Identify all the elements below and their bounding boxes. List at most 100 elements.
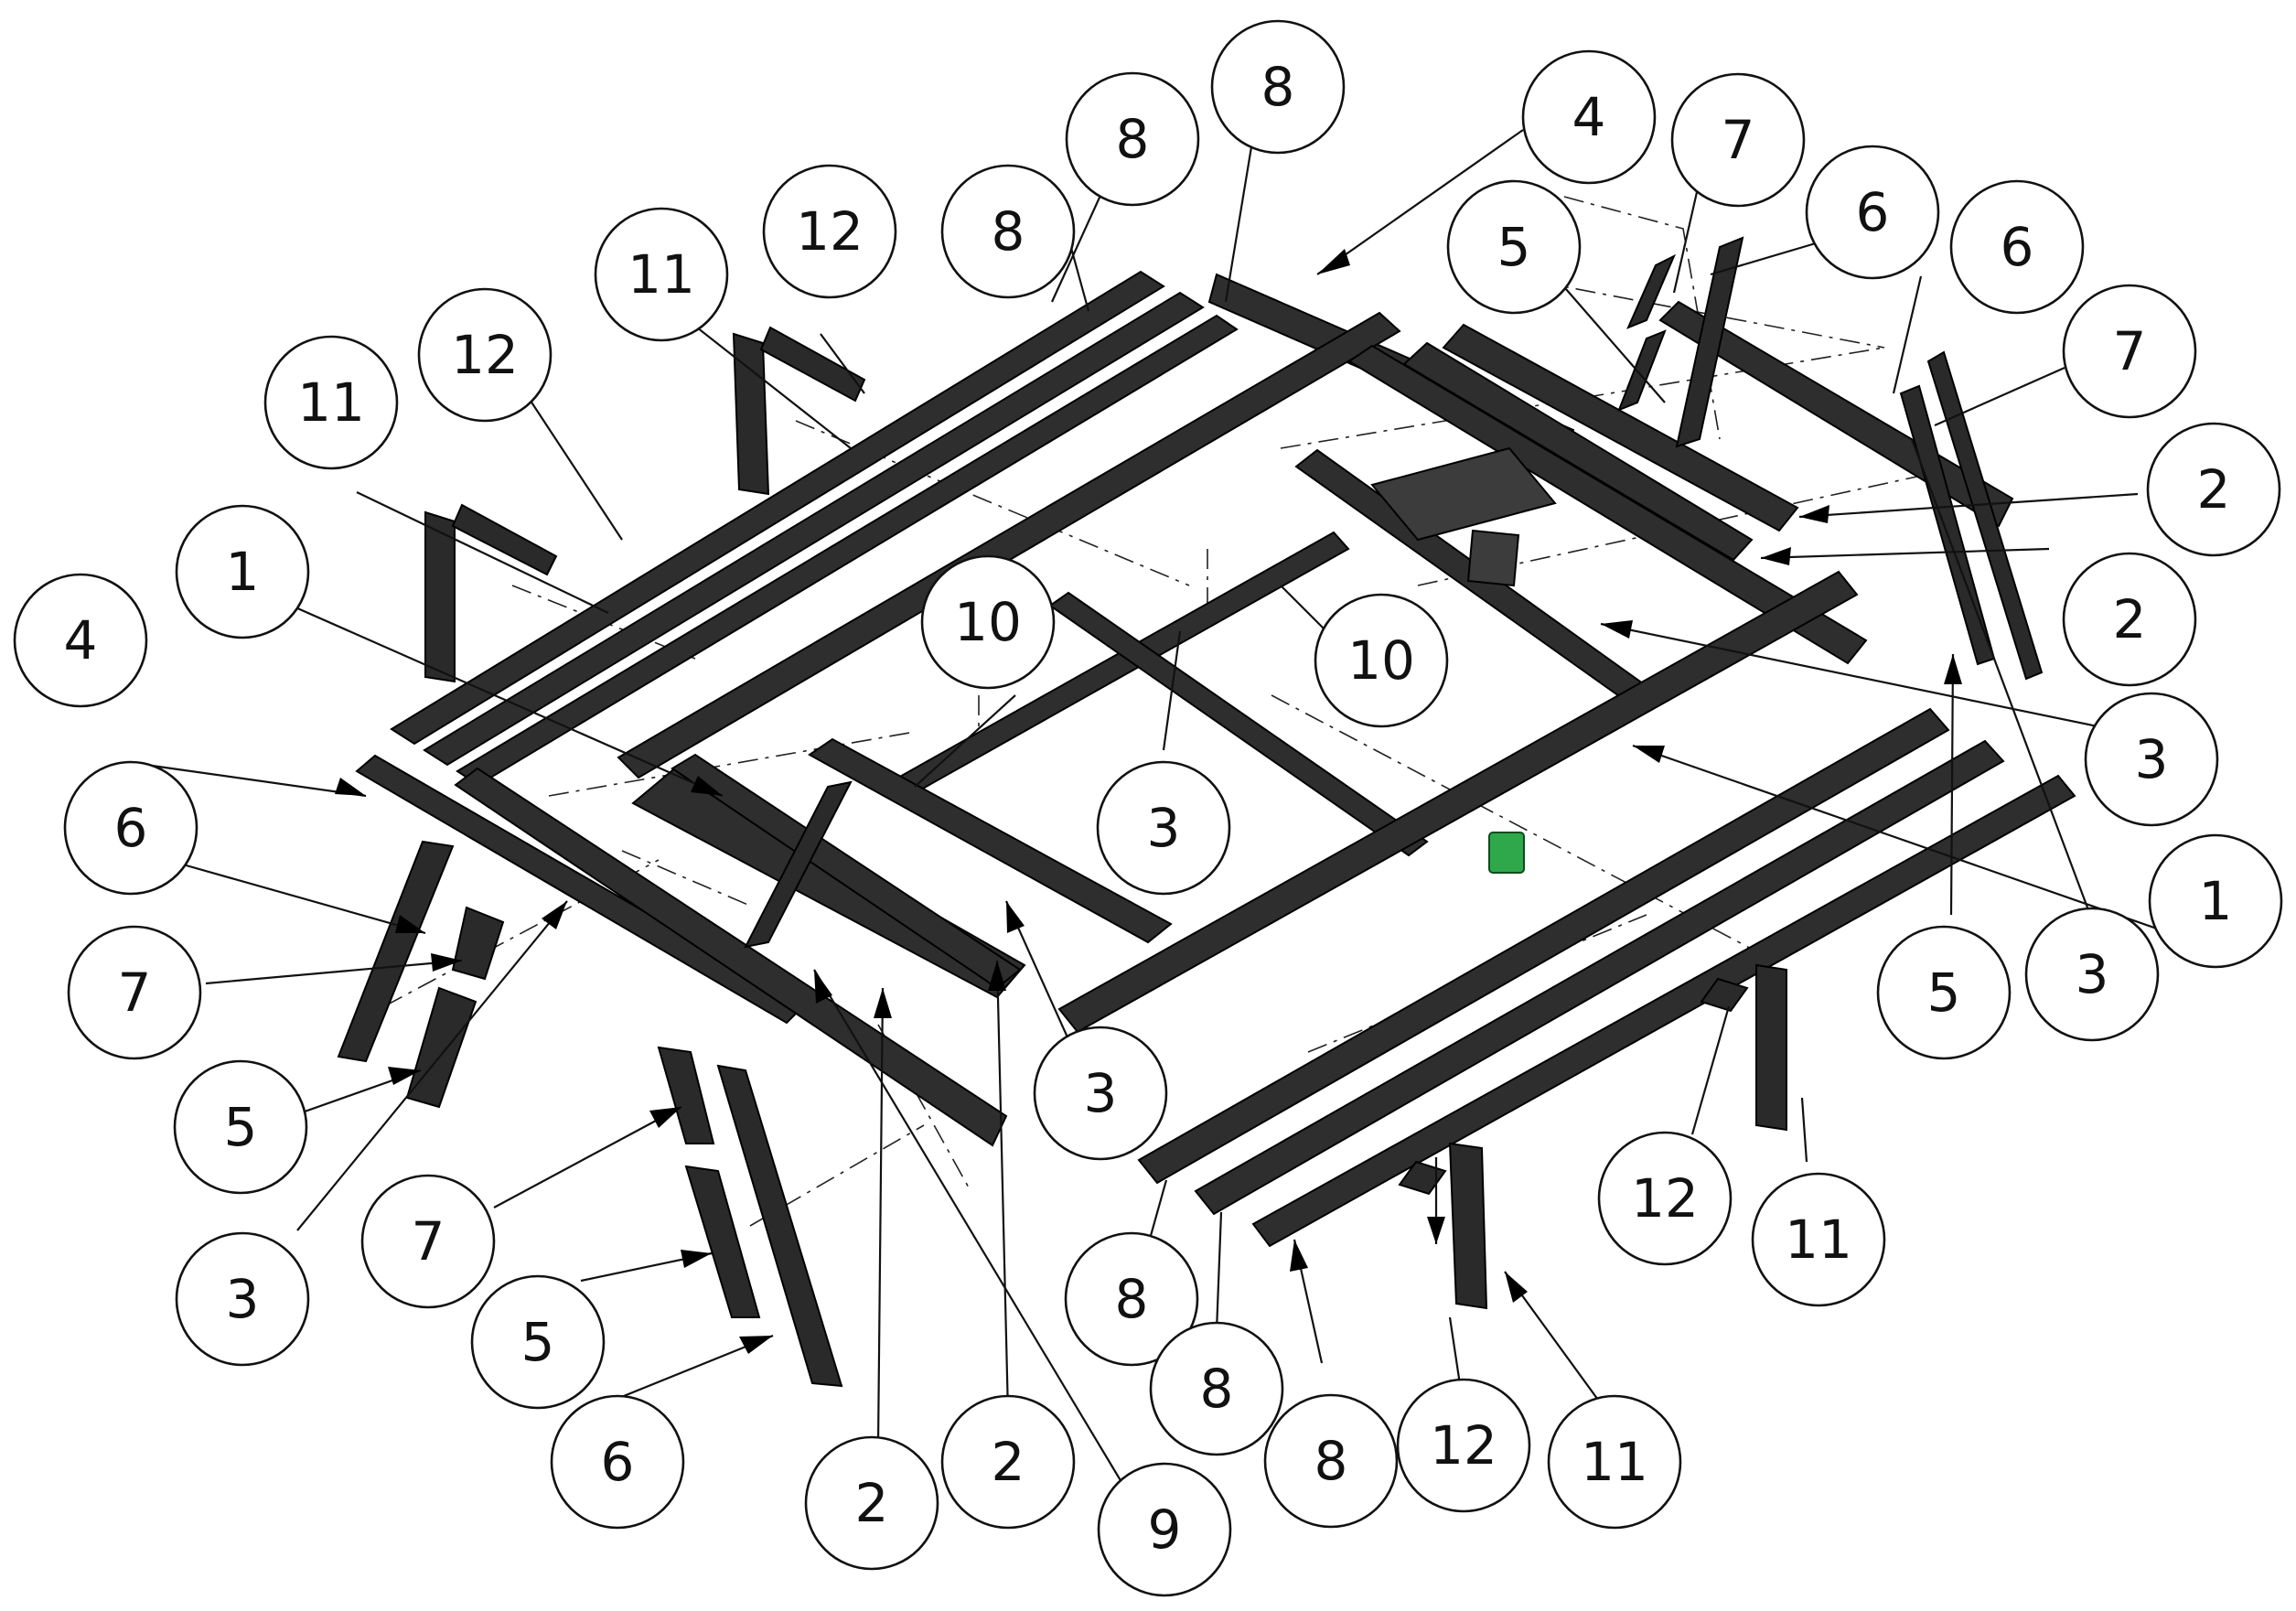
sensor-icon	[1488, 832, 1525, 874]
callout-12: 12	[762, 164, 897, 299]
callout-6: 6	[63, 760, 198, 896]
callout-6: 6	[1949, 179, 2085, 315]
callout-5: 5	[1446, 179, 1582, 315]
post-upper-2	[1626, 253, 1676, 329]
svg-text:7: 7	[2113, 320, 2147, 382]
post-11-b	[732, 332, 770, 496]
mount-plate	[1370, 446, 1557, 542]
beam-inner-top	[617, 311, 1401, 779]
block-bottom-5	[684, 1165, 761, 1318]
svg-text:3: 3	[2076, 943, 2109, 1005]
callout-10: 10	[920, 554, 1056, 690]
svg-text:12: 12	[451, 324, 519, 386]
svg-text:5: 5	[1927, 961, 1961, 1024]
callout-6: 6	[1805, 145, 1940, 280]
svg-text:11: 11	[1785, 1208, 1852, 1271]
callout-5: 5	[173, 1059, 308, 1195]
svg-text:7: 7	[412, 1210, 445, 1273]
mount-bracket	[1466, 529, 1520, 587]
block-left-5	[405, 986, 477, 1109]
svg-text:12: 12	[1430, 1414, 1497, 1477]
svg-text:10: 10	[954, 591, 1022, 653]
callout-8: 8	[1263, 1393, 1399, 1529]
callout-1: 1	[2148, 833, 2283, 969]
beam-centre-3	[1048, 591, 1429, 857]
svg-text:8: 8	[1115, 1268, 1149, 1330]
svg-text:5: 5	[224, 1096, 258, 1158]
bracket-12-b	[759, 326, 866, 403]
callout-2: 2	[940, 1394, 1076, 1530]
callout-11: 11	[1547, 1394, 1682, 1530]
callout-3: 3	[1096, 760, 1231, 896]
callout-11: 11	[1751, 1172, 1886, 1307]
svg-text:5: 5	[521, 1311, 555, 1373]
post-left-6	[337, 840, 455, 1063]
beam-right-long	[1347, 344, 1868, 665]
callout-6: 6	[550, 1394, 685, 1530]
svg-text:11: 11	[297, 371, 365, 434]
beam-left-9	[454, 767, 1008, 1147]
brace-inner	[744, 780, 853, 949]
beam-top-left-2	[423, 291, 1205, 767]
callout-12: 12	[417, 287, 553, 423]
svg-text:8: 8	[1116, 108, 1150, 170]
svg-text:11: 11	[1581, 1431, 1648, 1493]
callout-2: 2	[2062, 552, 2197, 687]
post-11-c	[1755, 963, 1787, 1132]
svg-text:1: 1	[226, 541, 260, 603]
beam-top-left-1	[390, 270, 1165, 746]
beam-bottom-right-2	[1194, 739, 2005, 1216]
svg-text:2: 2	[992, 1431, 1025, 1493]
svg-text:8: 8	[992, 200, 1025, 263]
bracket-12-c	[1700, 977, 1749, 1013]
callout-7: 7	[1670, 72, 1806, 208]
callouts: 8 8 8 4 7 6 6 5 12 11 12 11 7 2 2 1 4 10…	[13, 19, 2283, 1597]
callout-8: 8	[1210, 19, 1346, 155]
callout-5: 5	[1876, 925, 2012, 1060]
block-bottom-7	[657, 1046, 715, 1144]
callout-8: 8	[1149, 1321, 1284, 1456]
svg-text:2: 2	[855, 1472, 889, 1534]
svg-text:6: 6	[601, 1431, 635, 1493]
svg-text:3: 3	[2135, 728, 2169, 790]
svg-text:5: 5	[1497, 216, 1531, 278]
callout-5: 5	[470, 1274, 606, 1410]
svg-text:12: 12	[1631, 1167, 1699, 1230]
callout-7: 7	[2062, 284, 2197, 419]
callout-2: 2	[2146, 422, 2281, 557]
svg-text:1: 1	[2199, 870, 2233, 932]
callout-10: 10	[1314, 593, 1449, 728]
svg-text:2: 2	[2197, 458, 2231, 521]
beam-left-2b	[671, 753, 1022, 990]
beam-right-upper-2	[1402, 341, 1754, 562]
callout-12: 12	[1597, 1131, 1733, 1266]
svg-text:9: 9	[1148, 1498, 1182, 1561]
svg-text:11: 11	[628, 243, 695, 306]
callout-11: 11	[594, 207, 729, 342]
post-upper-3	[1617, 329, 1667, 412]
svg-text:7: 7	[118, 961, 152, 1024]
svg-text:6: 6	[114, 797, 148, 859]
svg-text:7: 7	[1722, 109, 1755, 171]
post-11-a	[424, 510, 456, 683]
callout-7: 7	[360, 1174, 496, 1309]
svg-text:8: 8	[1314, 1430, 1348, 1492]
svg-text:10: 10	[1347, 629, 1415, 692]
beam-lower-3	[808, 737, 1173, 944]
callout-3: 3	[2024, 907, 2160, 1042]
callout-8: 8	[940, 164, 1076, 299]
svg-text:2: 2	[2113, 588, 2147, 650]
beam-bottom-right-3	[1251, 774, 2076, 1248]
callout-8: 8	[1064, 1231, 1199, 1367]
block-left-7	[451, 906, 505, 981]
svg-text:8: 8	[1200, 1358, 1234, 1420]
callout-3: 3	[1033, 1026, 1168, 1161]
callout-11: 11	[263, 335, 399, 470]
svg-text:4: 4	[1572, 86, 1606, 148]
callout-7: 7	[67, 925, 202, 1060]
bracket-12-a	[451, 503, 558, 576]
callout-2: 2	[804, 1435, 939, 1571]
svg-text:6: 6	[2001, 216, 2034, 278]
callout-8: 8	[1065, 71, 1200, 207]
